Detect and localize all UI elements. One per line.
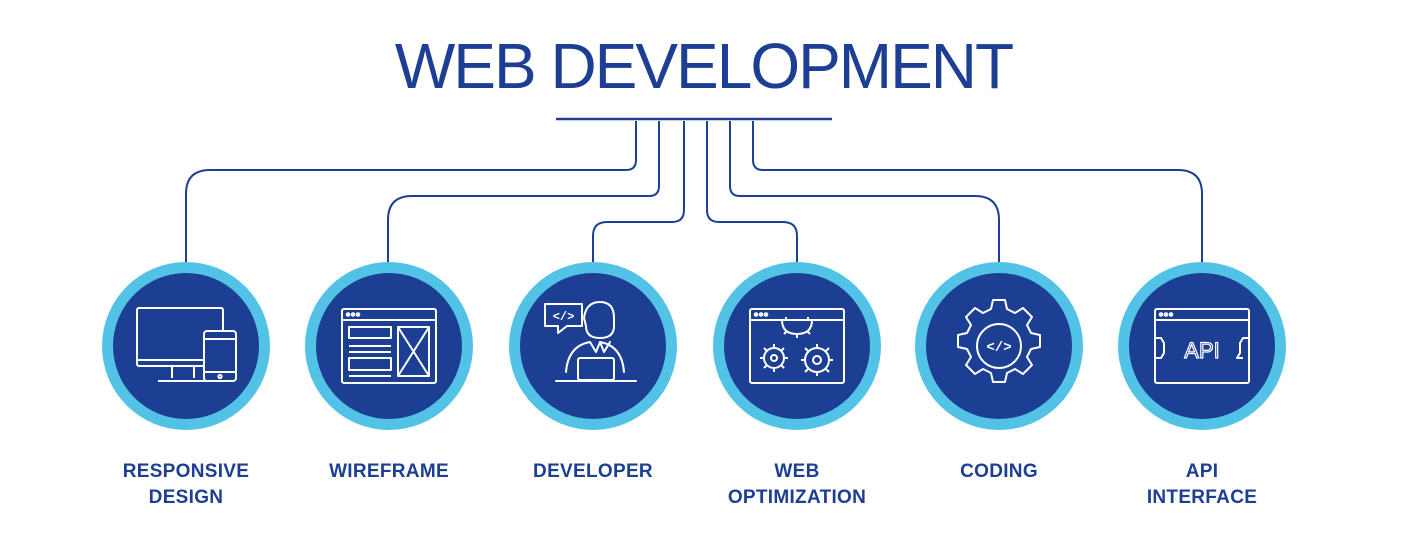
circle-responsive [102, 262, 270, 430]
circle-coding [915, 262, 1083, 430]
label-line: OPTIMIZATION [727, 487, 867, 508]
wireframe-icon [341, 308, 437, 384]
connector-coding [729, 121, 1000, 262]
label-line: INTERFACE [1146, 487, 1258, 508]
connector-api [752, 121, 1203, 262]
label-responsive-design: RESPONSIVE DESIGN [76, 459, 296, 511]
developer-icon: </> [544, 301, 637, 382]
circle-web-optimization [713, 262, 881, 430]
label-line: RESPONSIVE [122, 461, 250, 482]
coding-gear-icon: </> [957, 299, 1041, 383]
api-interface-icon: API [1154, 308, 1250, 384]
label-web-optimization: WEB OPTIMIZATION [687, 459, 907, 511]
connector-web-optimization [706, 121, 798, 262]
label-line: CODING [960, 461, 1038, 482]
label-coding: CODING [889, 459, 1109, 485]
label-line: DESIGN [148, 487, 224, 508]
api-label-text: API [1184, 338, 1219, 363]
label-line: WEB [774, 461, 820, 482]
label-line: API [1185, 461, 1219, 482]
label-line: DEVELOPER [533, 461, 653, 482]
coding-gear-code: </> [986, 340, 1011, 356]
responsive-devices-icon [136, 307, 237, 382]
connector-responsive [185, 121, 637, 262]
label-line: WIREFRAME [329, 461, 449, 482]
web-optimization-icon [749, 308, 845, 384]
label-api-interface: API INTERFACE [1092, 459, 1312, 511]
label-developer: DEVELOPER [483, 459, 703, 485]
connector-lines [185, 121, 1203, 262]
connector-wireframe [387, 121, 660, 262]
developer-bubble-code: </> [553, 310, 575, 324]
label-wireframe: WIREFRAME [279, 459, 499, 485]
page-title: WEB DEVELOPMENT [394, 30, 1014, 102]
connector-developer [592, 121, 685, 262]
